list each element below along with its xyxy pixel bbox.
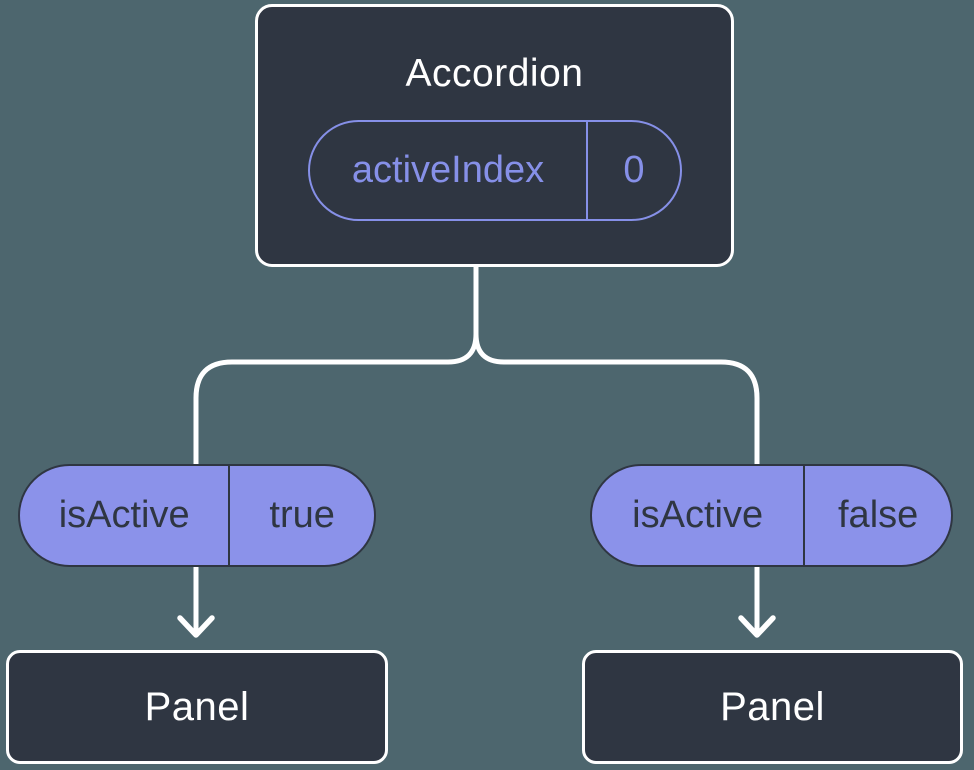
prop-pill-right: isActive false: [590, 464, 953, 567]
panel-node-right-title: Panel: [720, 684, 825, 729]
prop-pill-left-name: isActive: [58, 494, 190, 536]
panel-node-left: Panel: [6, 650, 388, 764]
prop-pill-left-value: true: [228, 466, 374, 565]
prop-pill-right-name: isActive: [632, 494, 764, 536]
state-pill: activeIndex 0: [308, 120, 682, 221]
prop-pill-right-value: false: [803, 466, 951, 565]
arrowhead-left-icon: [177, 615, 215, 638]
state-pill-name: activeIndex: [351, 149, 545, 191]
panel-node-left-title: Panel: [144, 684, 250, 729]
state-pill-value: 0: [586, 122, 680, 219]
connector-right-branch: [473, 254, 760, 634]
arrowhead-right-icon: [738, 615, 776, 638]
prop-pill-left: isActive true: [18, 464, 376, 567]
connector-left-branch: [193, 254, 479, 634]
accordion-node: Accordion activeIndex 0: [255, 4, 734, 267]
accordion-node-title: Accordion: [405, 52, 584, 95]
panel-node-right: Panel: [582, 650, 963, 764]
